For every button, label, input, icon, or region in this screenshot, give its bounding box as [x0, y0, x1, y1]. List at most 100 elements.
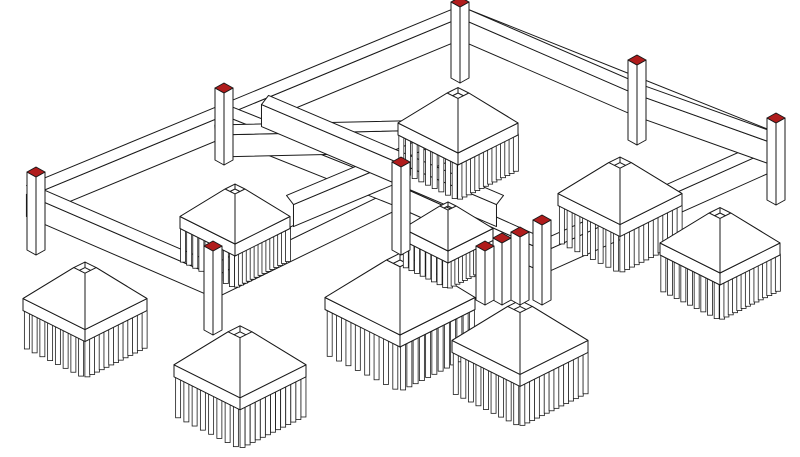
pile — [490, 370, 497, 414]
pile-cap-2-slope-right — [619, 162, 683, 226]
column-north-face-right — [459, 1, 470, 84]
pile — [198, 236, 205, 272]
column-west — [26, 166, 46, 256]
column-south-east-c-face-right — [501, 237, 512, 306]
pile — [239, 406, 246, 448]
pile — [249, 401, 256, 443]
pile — [538, 373, 545, 417]
pile — [483, 366, 489, 410]
pile-cap-3-slope-right — [719, 212, 781, 274]
pile — [680, 264, 687, 303]
column-south-east-d — [475, 240, 495, 306]
column-south-east-d-face-right — [484, 245, 495, 306]
pile — [259, 395, 266, 438]
column-north-west — [214, 82, 234, 166]
pile — [84, 338, 91, 378]
column-north-face-left — [450, 1, 461, 84]
pile — [613, 232, 620, 272]
pile — [265, 393, 271, 436]
pile — [285, 383, 292, 426]
pile — [524, 380, 531, 424]
pile — [132, 314, 138, 354]
column-north-west-face-right — [223, 87, 234, 166]
pile — [700, 274, 707, 313]
pile — [438, 154, 445, 193]
pile — [136, 311, 143, 352]
pile-cap-2 — [557, 156, 683, 273]
column-east-face-left — [766, 117, 777, 206]
pile — [103, 328, 110, 368]
column-east-cap-top — [766, 112, 786, 124]
pile — [300, 375, 307, 418]
pile-cap-5 — [22, 261, 148, 378]
pile-cap-8 — [451, 299, 589, 426]
pile — [113, 323, 119, 363]
pile — [597, 224, 604, 264]
column-south-east-b — [510, 226, 530, 306]
pile — [419, 247, 426, 277]
pile — [326, 309, 333, 357]
pile — [713, 280, 720, 319]
column-north-west-face-left — [214, 87, 225, 166]
pile — [254, 398, 261, 441]
column-south-west-cap-top — [203, 240, 223, 252]
column-center-cap-top — [391, 156, 411, 168]
column-south-east-a-cap-top — [532, 214, 552, 226]
columns — [26, 0, 786, 336]
pile — [54, 325, 61, 365]
pile — [445, 157, 451, 196]
pile — [460, 355, 467, 399]
pile — [70, 333, 77, 373]
pile — [673, 260, 680, 299]
column-south-east-b-cap-top — [510, 226, 530, 238]
pile — [707, 277, 713, 316]
column-south-west — [203, 240, 223, 336]
pile-cap-4-slope-right — [234, 188, 291, 245]
pile — [505, 378, 512, 422]
pile — [431, 150, 438, 189]
pile — [244, 403, 251, 446]
column-east — [766, 112, 786, 206]
column-north-cap-top — [450, 0, 470, 8]
pile — [336, 314, 342, 362]
pile — [667, 257, 673, 296]
pile — [687, 267, 693, 306]
pile — [229, 252, 235, 287]
pile — [425, 250, 432, 280]
pile — [577, 353, 584, 397]
pile — [638, 223, 645, 263]
pile — [216, 397, 223, 439]
pile — [566, 209, 573, 249]
pile — [232, 405, 239, 448]
pile — [180, 227, 186, 263]
pile — [224, 401, 231, 443]
pile — [175, 376, 182, 419]
pile — [605, 228, 612, 268]
column-north-east-cap-top — [627, 54, 647, 66]
pile — [443, 321, 450, 369]
column-south-west-face-right — [212, 245, 223, 336]
pile — [373, 332, 380, 381]
pile — [392, 342, 399, 390]
pile — [475, 363, 482, 407]
pile — [354, 323, 361, 371]
column-south-east-a — [532, 214, 552, 306]
pile — [467, 359, 474, 403]
pile — [513, 382, 520, 426]
pile — [412, 336, 419, 385]
pile — [280, 385, 287, 428]
pile — [451, 160, 458, 199]
pile — [572, 356, 579, 400]
pile — [183, 380, 190, 423]
pile — [414, 245, 420, 274]
pile — [62, 329, 69, 369]
pile — [425, 330, 432, 378]
pile — [648, 218, 654, 258]
pile — [290, 380, 297, 423]
pile — [619, 233, 626, 273]
column-north-east-face-right — [636, 59, 647, 146]
pile — [192, 233, 199, 269]
pile — [117, 321, 124, 361]
column-south-east-c — [492, 232, 512, 306]
